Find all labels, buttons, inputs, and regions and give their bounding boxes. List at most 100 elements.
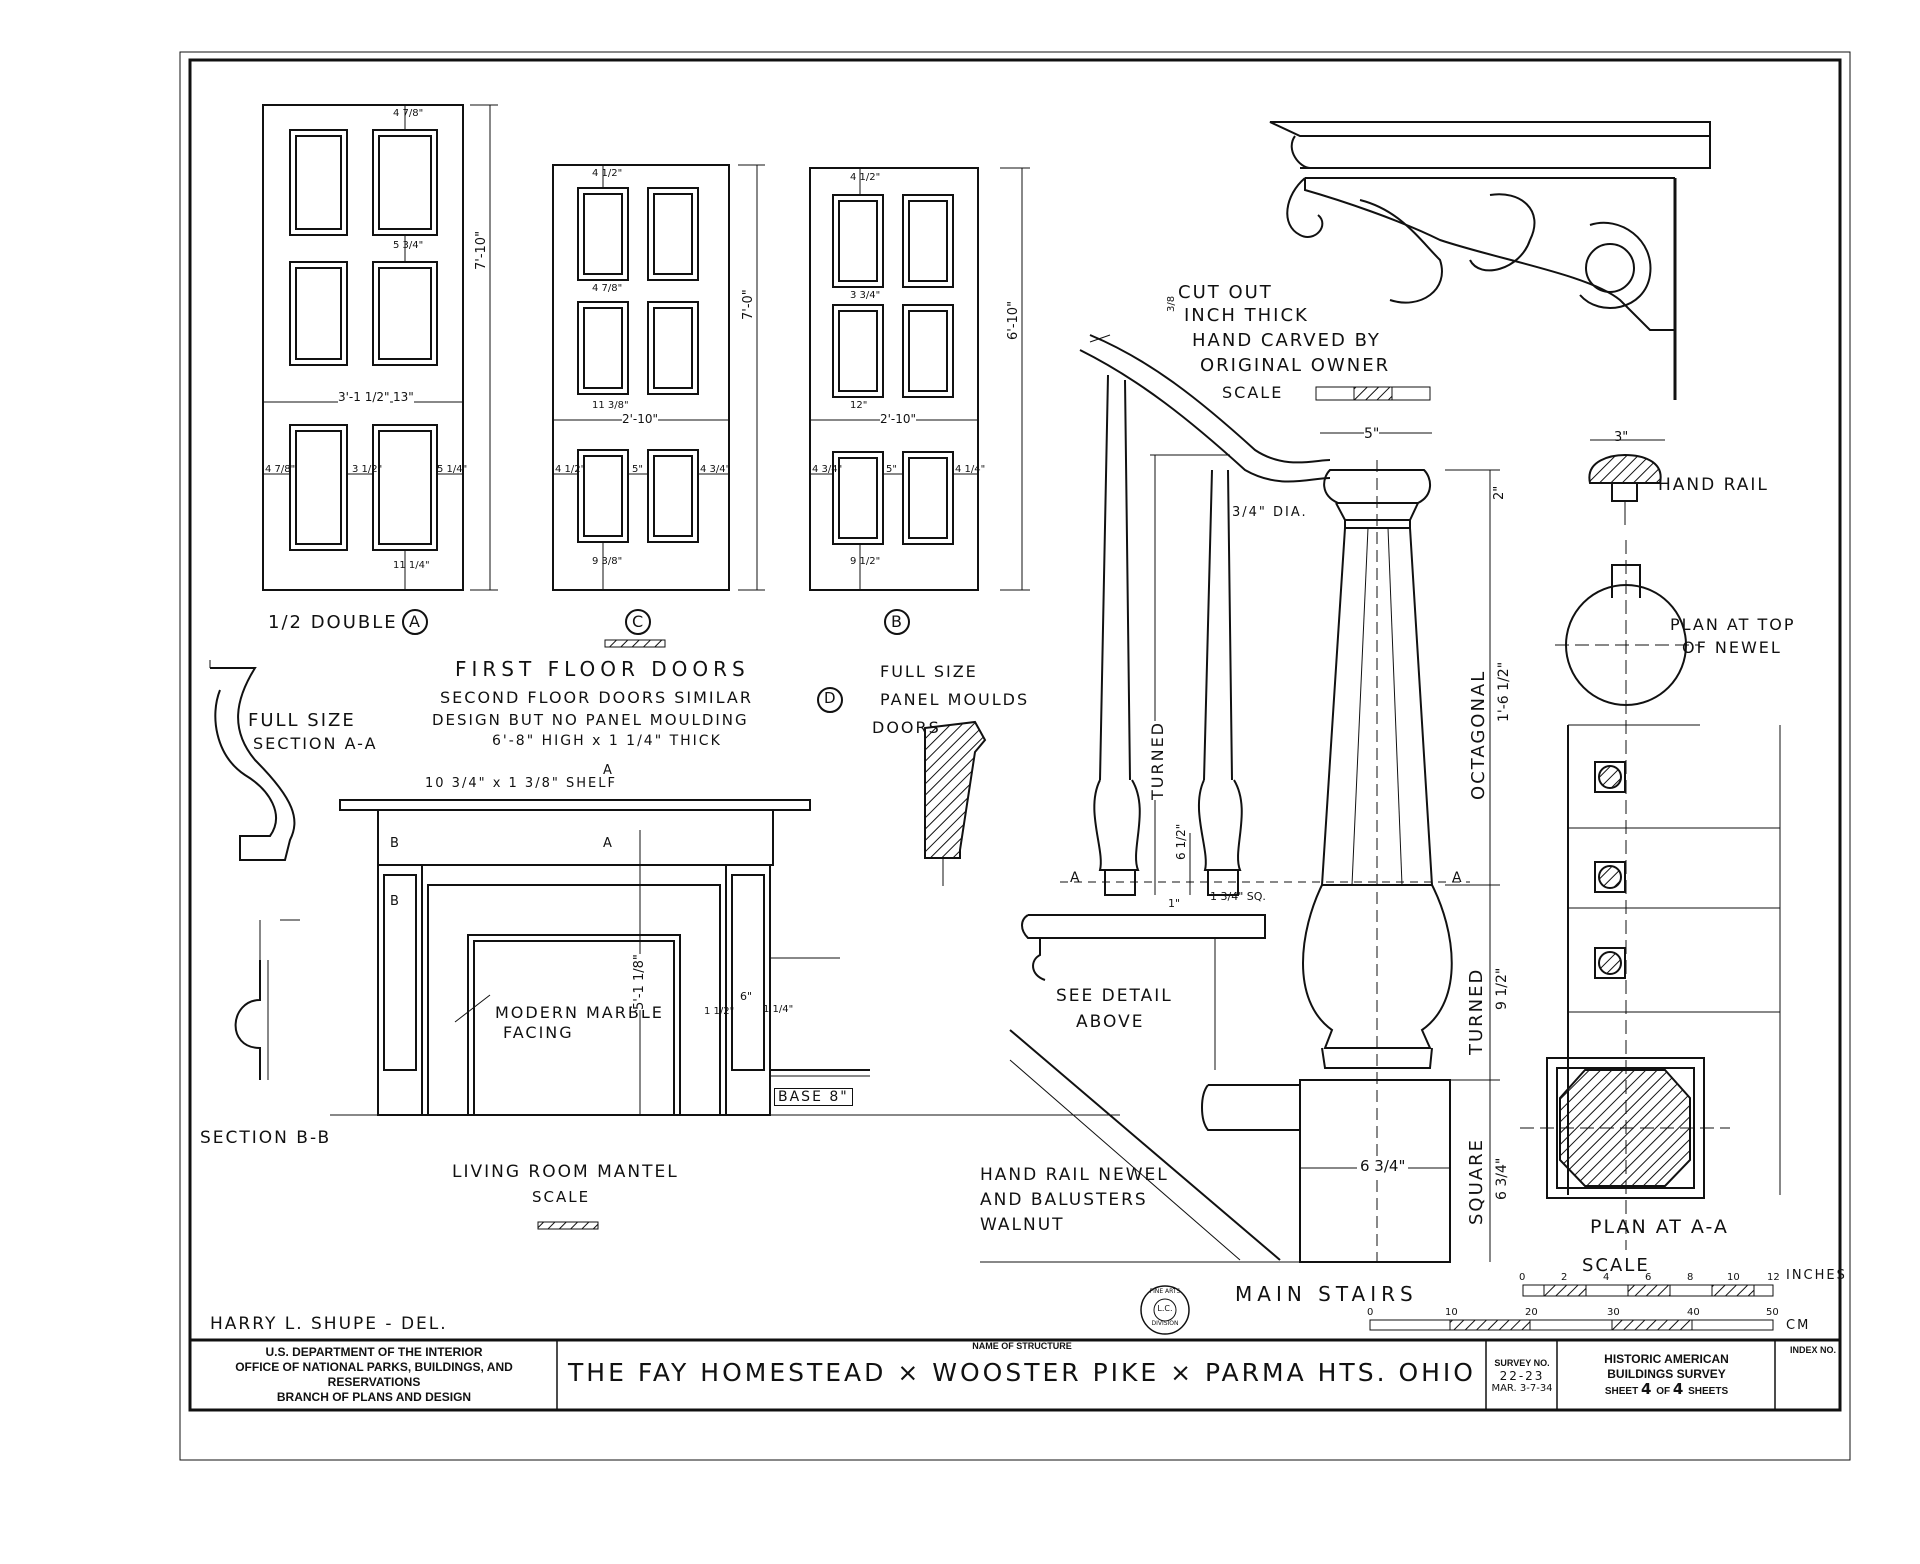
section-aa-label: SECTION A-A (253, 734, 378, 753)
sheet-of: OF (1656, 1385, 1671, 1397)
door-c-width: 2'-10" (622, 412, 659, 426)
stamp-bottom: DIVISION (1151, 1320, 1179, 1327)
door-b-mid: 12" (850, 400, 868, 411)
mantel-a-mid: A (603, 836, 612, 851)
stair-tread (1021, 914, 1266, 1070)
survey-block: SURVEY NO. 22-23 MAR. 3-7-34 (1488, 1342, 1556, 1408)
mantel-b-top: B (390, 836, 399, 851)
see-detail-2: ABOVE (1076, 1012, 1145, 1032)
title-block-agency: U.S. DEPARTMENT OF THE INTERIOR OFFICE O… (192, 1342, 556, 1408)
door-a-height: 7'-10" (474, 230, 489, 270)
door-c-elevation (552, 164, 765, 591)
scale-label: SCALE (1582, 1255, 1650, 1276)
door-a-mark: A (409, 612, 420, 631)
bracket-line-4: ORIGINAL OWNER (1200, 355, 1391, 376)
hand-rail-width: 3" (1614, 430, 1629, 445)
bracket-line-2: INCH THICK (1184, 305, 1309, 326)
mantel-height: 5'-1 1/8" (632, 954, 647, 1010)
name-label: NAME OF STRUCTURE (972, 1341, 1072, 1351)
panel-doors-label: DOORS (872, 718, 941, 737)
door-c-top: 4 1/2" (592, 168, 623, 179)
sheet-total: 4 (1672, 1379, 1686, 1398)
habs-line-2: BUILDINGS SURVEY (1607, 1366, 1726, 1381)
newel-cap-width: 5" (1364, 426, 1380, 442)
second-floor-note: SECOND FLOOR DOORS SIMILAR (440, 688, 753, 707)
mark-d-circle (817, 687, 843, 713)
door-a-side: 4 7/8" (265, 464, 296, 475)
base-label: BASE 8" (774, 1088, 853, 1106)
cm-tick-30: 30 (1607, 1307, 1620, 1318)
sheet-count: SHEET 4 OF 4 SHEETS (1604, 1379, 1729, 1399)
stairs-note-2: AND BALUSTERS (980, 1190, 1148, 1210)
bracket-frac: 3/8 (1166, 295, 1177, 312)
sheet-post: SHEETS (1688, 1385, 1729, 1397)
marble-facing-2: FACING (503, 1023, 574, 1042)
door-b-height: 6'-10" (1006, 300, 1021, 340)
cm-tick-10: 10 (1445, 1307, 1458, 1318)
hand-rail-label: HAND RAIL (1658, 475, 1769, 495)
square-label: SQUARE (1466, 1138, 1487, 1225)
stair-a-right: A (1452, 870, 1462, 886)
baluster-turned-label: TURNED (1148, 721, 1167, 800)
habs-block: HISTORIC AMERICAN BUILDINGS SURVEY SHEET… (1559, 1342, 1774, 1408)
door-c-stile: 5" (632, 464, 643, 475)
bracket-scale-label: SCALE (1222, 383, 1284, 402)
mantel-b-low: B (390, 894, 399, 909)
door-b-bottom: 9 1/2" (850, 556, 881, 567)
door-a-elevation (262, 104, 498, 591)
cm-tick-50: 50 (1766, 1307, 1779, 1318)
index-label: INDEX NO. (1790, 1345, 1837, 1355)
door-b-mark: B (891, 612, 902, 631)
mantel-dim-1: 1 1/2" (704, 1006, 735, 1017)
stamp-center: L.C. (1157, 1304, 1173, 1313)
panel-moulds-label: PANEL MOULDS (880, 690, 1030, 709)
door-a-rail: 5 3/4" (393, 240, 424, 251)
mark-b-circle (884, 609, 910, 635)
shelf-dim: 10 3/4" x 1 3/8" SHELF (425, 776, 617, 791)
title-block-frame (189, 1340, 1776, 1410)
door-b-top: 4 1/2" (850, 172, 881, 183)
door-c-bottom: 9 3/8" (592, 556, 623, 567)
door-b-side-r: 4 1/4" (955, 464, 986, 475)
bracket-line-3: HAND CARVED BY (1192, 330, 1381, 351)
sheet-pre: SHEET (1604, 1385, 1639, 1397)
door-a-mid: 13" (393, 390, 414, 404)
baluster-dia: 3/4" DIA. (1232, 505, 1308, 520)
door-b-width: 2'-10" (880, 412, 917, 426)
door-a-label: 1/2 DOUBLE (268, 612, 398, 633)
stairs-note-3: WALNUT (980, 1215, 1065, 1235)
plan-top-label-2: OF NEWEL (1682, 638, 1782, 657)
door-a-stile: 3 1/2" (352, 464, 383, 475)
mantel-section-aa (209, 660, 300, 1080)
plan-aa-label: PLAN AT A-A (1590, 1216, 1729, 1238)
door-b-elevation (809, 167, 1030, 591)
baluster-left (1093, 374, 1141, 896)
newel-cap-dim: 2" (1492, 485, 1507, 500)
mantel-scale-label: SCALE (532, 1188, 591, 1206)
door-d-mark: D (824, 689, 836, 707)
door-a-side-r: 5 1/4" (437, 464, 468, 475)
turned-dim: 9 1/2" (1494, 967, 1510, 1010)
mantel-elevation (330, 799, 1120, 1116)
mark-a-circle (402, 609, 428, 635)
structure-name: THE FAY HOMESTEAD × WOOSTER PIKE × PARMA… (568, 1358, 1476, 1387)
plan-top-label-1: PLAN AT TOP (1670, 615, 1796, 634)
section-bb-label: SECTION B-B (200, 1128, 332, 1148)
mantel-title: LIVING ROOM MANTEL (452, 1162, 679, 1182)
hand-rail-section (1588, 439, 1665, 525)
inch-tick-0: 0 (1519, 1272, 1526, 1283)
branch-name: BRANCH OF PLANS AND DESIGN (276, 1390, 472, 1404)
octagonal-label: OCTAGONAL (1468, 669, 1489, 800)
stair-dim-1: 1" (1168, 897, 1181, 910)
stamp-top: FINE ARTS (1149, 1288, 1181, 1295)
door-scale-bar (604, 639, 666, 648)
door-b-rail: 3 3/4" (850, 290, 881, 301)
marble-facing-1: MODERN MARBLE (495, 1003, 664, 1022)
stairs-note-1: HAND RAIL NEWEL (980, 1165, 1169, 1185)
stair-a-left: A (1070, 870, 1080, 886)
mark-c-circle (625, 609, 651, 635)
bracket-line-1: CUT OUT (1178, 282, 1273, 303)
door-b-stile: 5" (886, 464, 897, 475)
turned-label: TURNED (1466, 967, 1487, 1055)
